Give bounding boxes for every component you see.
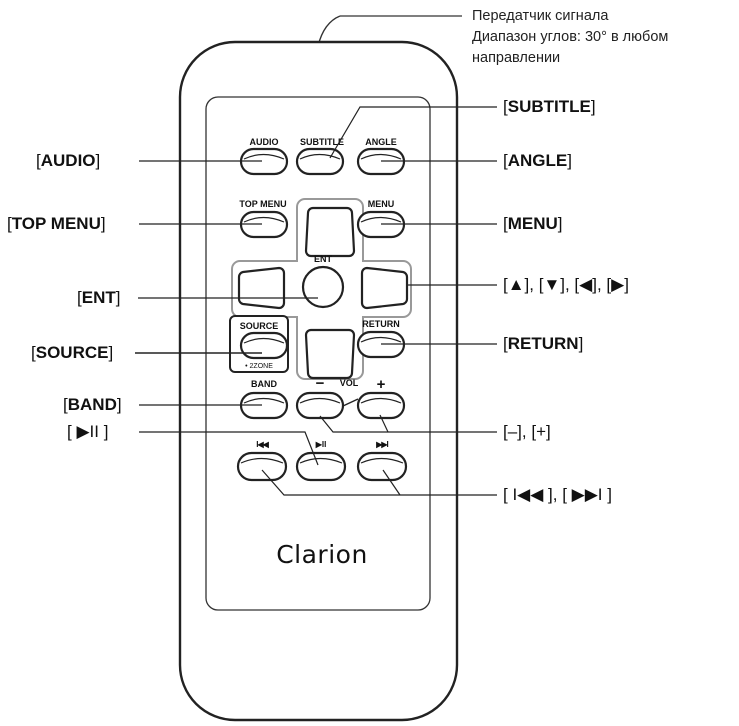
vol-connector [342,398,359,407]
audio-label: AUDIO [250,137,279,147]
vol-minus-label: − [316,375,325,392]
play-pause-button[interactable] [295,451,347,482]
vol-plus-label: + [377,376,386,393]
callout-ent: [ENT] [77,288,121,307]
source-label: SOURCE [240,321,279,331]
up-arrow-button[interactable] [304,206,356,258]
leader-vol-plus [379,414,389,433]
callout-subtitle: [SUBTITLE] [503,97,596,116]
down-arrow-button[interactable] [304,328,356,380]
top-menu-label: TOP MENU [239,199,286,209]
return-label: RETURN [362,319,400,329]
callout-return: [RETURN] [503,334,584,353]
transmitter-annotation: Передатчик сигнала Диапазон углов: 30° в… [472,6,668,69]
dpad-outline [231,198,412,380]
callout-audio: [AUDIO] [36,151,101,170]
ent-label: ENT [314,254,333,264]
vol-minus-button[interactable] [295,391,345,420]
left-arrow-button[interactable] [237,266,286,310]
callout-vol: [–], [+] [503,422,551,441]
subtitle-label: SUBTITLE [300,137,344,147]
subtitle-button[interactable] [295,147,345,176]
leader-next [382,469,401,496]
angle-label: ANGLE [365,137,397,147]
vol-plus-button[interactable] [356,391,406,420]
leader-play-pause [139,431,319,466]
right-arrow-button[interactable] [360,266,409,310]
vol-label: VOL [340,378,359,388]
next-track-label: ▶▶I [375,440,388,449]
callout-top-menu: [TOP MENU] [7,214,106,233]
callout-play-pause: [ ▶II ] [67,422,109,441]
prev-track-label: I◀◀ [256,440,269,449]
zone-label: • 2ZONE [245,363,273,370]
callout-menu: [MENU] [503,214,563,233]
prev-track-button[interactable] [236,451,288,482]
play-pause-label: ▶II [315,440,327,449]
band-label: BAND [251,379,277,389]
callout-angle: [ANGLE] [503,151,572,170]
source-button[interactable] [239,331,289,360]
leader-vol [319,415,497,433]
annotation-line-2: Диапазон углов: 30° в любом [472,29,669,45]
annotation-line-3: направлении [472,50,561,66]
menu-label: MENU [368,199,395,209]
callout-skip: [ I◀◀ ], [ ▶▶I ] [503,485,612,504]
next-track-button[interactable] [356,451,408,482]
callout-source: [SOURCE] [31,343,114,362]
callout-arrows: [▲], [▼], [◀], [▶] [503,275,629,294]
callout-band: [BAND] [63,395,122,414]
brand-logo: Clarion [276,540,368,569]
leader-prev [261,469,497,496]
audio-button[interactable] [239,147,289,176]
annotation-line-1: Передатчик сигнала [472,8,609,24]
leader-subtitle [329,106,497,159]
ent-button[interactable] [301,265,345,309]
